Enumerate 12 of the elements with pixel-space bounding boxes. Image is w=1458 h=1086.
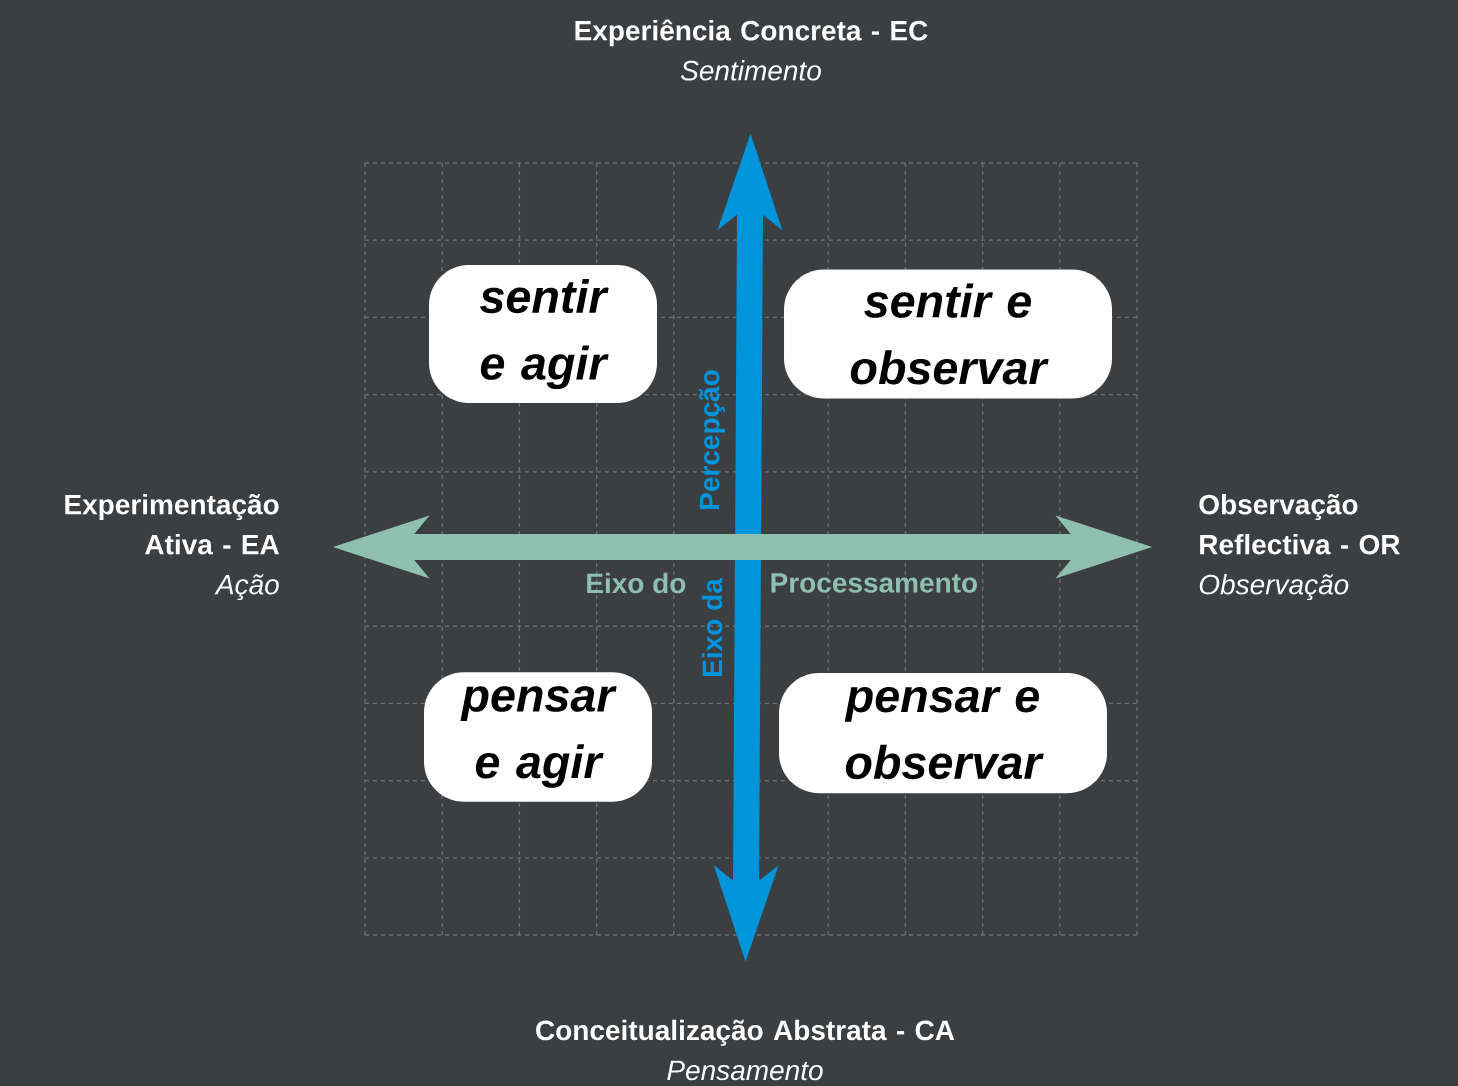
axis-label: Eixo da bbox=[701, 578, 723, 676]
cloud-label: sentir e agir bbox=[429, 264, 657, 404]
axis-label: Percepção bbox=[699, 370, 725, 509]
cloud-label: pensar e observar bbox=[779, 672, 1107, 794]
cloud-label: pensar e agir bbox=[424, 672, 652, 802]
cloud-label: sentir e observar bbox=[784, 269, 1112, 399]
pole-label: Experiência Concreta - EC Sentimento bbox=[575, 19, 928, 81]
axis-label: Eixo do bbox=[587, 572, 686, 594]
axis-label: Processamento bbox=[771, 573, 978, 593]
pole-label: Observação Reflectiva - OR Observação bbox=[1199, 493, 1400, 601]
pole-label: Conceitualização Abstrata - CA Pensamento bbox=[536, 1019, 955, 1081]
pole-label: Experimentação Ativa - EA Ação bbox=[65, 493, 279, 601]
